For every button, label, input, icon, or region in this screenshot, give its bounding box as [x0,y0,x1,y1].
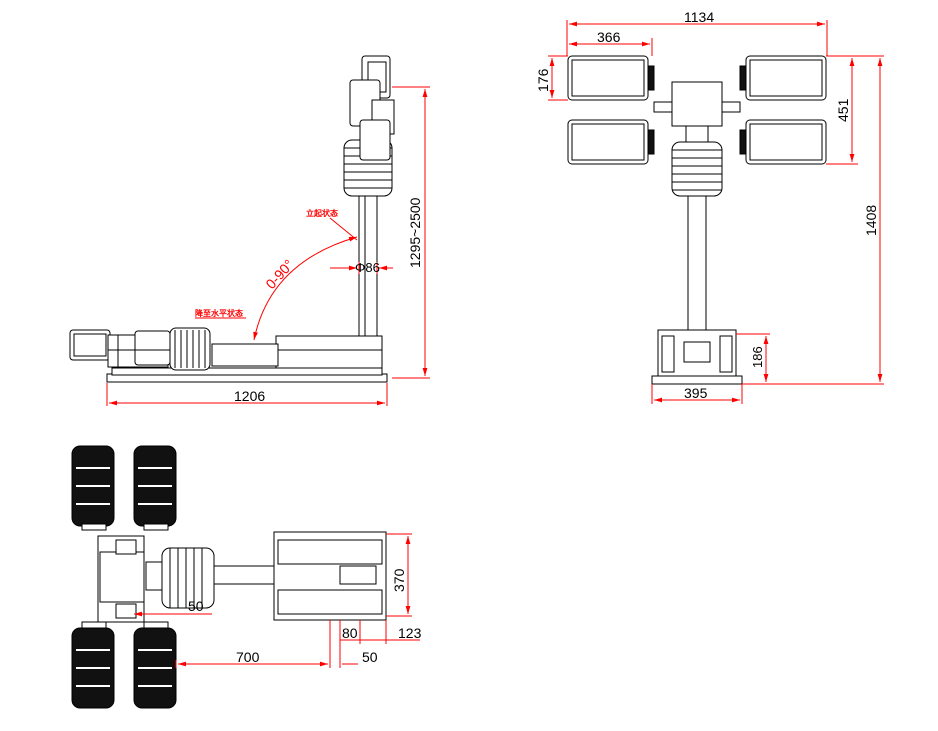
top-lamp-4 [133,621,177,709]
side-lowered-coil [169,327,211,371]
front-head-width-label: 366 [597,29,621,45]
top-width-label: 370 [391,568,407,592]
side-angle-label: 0-90° [262,256,296,292]
top-lamp-2 [133,445,177,531]
front-mast [687,195,707,331]
note-upright: 立起状态 [306,208,338,218]
front-head-box [671,81,723,127]
side-upright-lamps [349,55,395,161]
front-lamp-top-left [567,55,655,101]
top-lamp-1 [71,445,115,531]
note-horizontal: 降至水平状态 [195,308,243,318]
front-total-height-label: 1408 [863,205,879,236]
top-offset-e-label: 123 [398,625,422,641]
side-diameter-label: Φ86 [355,260,380,275]
top-ballast-frame [273,531,387,621]
front-base [651,329,743,385]
side-lowered-lamps [69,329,171,368]
top-offset-d-label: 50 [362,649,378,665]
front-head-height-label: 176 [535,68,551,92]
top-lamp-3 [71,621,115,709]
side-height-label: 1295~2500 [407,197,423,268]
front-base-width-label: 395 [684,385,708,401]
top-offset-b-label: 700 [236,649,260,665]
side-length-label: 1206 [234,388,265,404]
top-view: 370 50 700 80 50 123 [71,445,422,709]
front-pair-height-label: 451 [835,98,851,122]
side-lowered-mast [211,343,279,367]
front-lamp-bottom-right [739,119,827,165]
top-offset-c-label: 80 [342,625,358,641]
side-view: 1206 1295~2500 Φ86 0-90° 立起状态 降至水平状态 [69,55,430,406]
front-lamp-top-right [739,55,827,101]
front-view: 1134 366 176 451 1408 186 395 [535,9,884,404]
top-coil [161,547,215,609]
top-offset-a-label: 50 [188,598,204,614]
side-base-frame [111,367,383,376]
side-ballast-box [275,335,383,369]
front-width-label: 1134 [684,9,714,25]
front-base-height-label: 186 [750,346,765,368]
front-lamp-bottom-left [567,119,655,165]
front-coil [671,141,723,197]
